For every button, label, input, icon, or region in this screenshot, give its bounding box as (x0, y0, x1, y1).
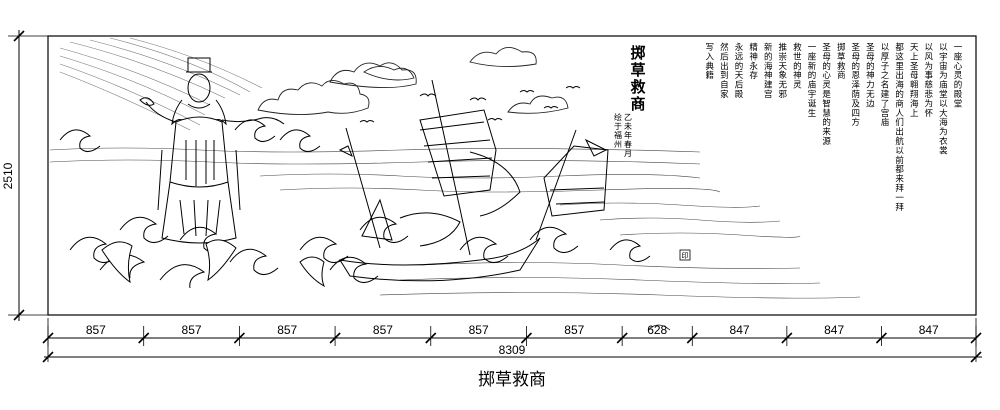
signature-line-2: 绘于福州 (614, 112, 622, 149)
segment-width-label: 857 (182, 323, 202, 337)
poem-column: 以厚子之名建了宫庙 (881, 42, 890, 127)
clouds (257, 47, 569, 116)
poem-column: 以风为事慈悲为怀 (925, 42, 934, 118)
segment-width-label: 857 (564, 323, 584, 337)
poem-column: 天上圣母翱翔海上 (910, 42, 919, 118)
junk-ship (338, 79, 609, 282)
signature: 乙未年春月 绘于福州 (614, 112, 632, 158)
segment-width-label: 857 (86, 323, 106, 337)
artwork-frame (47, 35, 977, 316)
dolphins (101, 239, 325, 288)
arc-mark (647, 324, 671, 331)
poem-column: 圣母的神力无边 (866, 42, 875, 108)
poem-column: 推崇天象无邪 (779, 42, 788, 99)
poem-column: 写入典籍 (706, 42, 715, 80)
segment-width-label: 847 (919, 323, 939, 337)
seal-text: 印 (682, 252, 689, 260)
poem-column: 新的海神建宫 (764, 42, 773, 99)
height-dimension-label: 2510 (1, 162, 15, 189)
poem-column: 永远的天后殿 (735, 42, 744, 99)
sky-lines (59, 37, 263, 131)
poem-column: 然后出到自家 (720, 42, 729, 99)
total-width-label: 8309 (499, 343, 526, 357)
sea-waves (49, 147, 861, 299)
poem-column: 掷草救商 (837, 42, 846, 80)
goddess-figure (139, 57, 285, 244)
birds (359, 86, 581, 123)
poem-column: 一座心灵的殿堂 (954, 42, 963, 108)
poem-column: 以宇宙为庙堂以大海为衣裳 (939, 42, 948, 155)
seal: 印 (679, 249, 691, 261)
poem-column: 圣母的心灵是智慧的来源 (822, 42, 831, 146)
curling-waves (59, 119, 651, 289)
segment-width-label: 857 (277, 323, 297, 337)
poem-column: 都这里出海的商人们出航以前都来拜一拜 (895, 42, 904, 212)
signature-line-1: 乙未年春月 (624, 113, 632, 158)
poem-column: 精神永存 (749, 42, 758, 80)
artwork-title: 掷草救商 (630, 44, 645, 113)
segment-width-label: 847 (824, 323, 844, 337)
poem-column: 一座新的庙宇诞生 (808, 42, 817, 118)
poem-text: 一座心灵的殿堂以宇宙为庙堂以大海为衣裳以风为事慈悲为怀天上圣母翱翔海上都这里出海… (706, 42, 963, 212)
artwork: 掷草救商 乙未年春月 绘于福州 一座心灵的殿堂以宇宙为庙堂以大海为衣裳以风为事慈… (49, 37, 963, 299)
drawing-caption: 掷草救商 (478, 370, 546, 389)
artwork-title-text: 掷草救商 (630, 44, 645, 113)
segment-ticks (42, 326, 982, 346)
segment-width-label: 857 (373, 323, 393, 337)
segment-width-label: 857 (469, 323, 489, 337)
height-dimension: 2510 (1, 30, 48, 321)
segment-width-label: 847 (730, 323, 750, 337)
poem-column: 救世的神灵 (793, 42, 802, 90)
poem-column: 圣母的恩泽荫及四方 (852, 42, 861, 127)
